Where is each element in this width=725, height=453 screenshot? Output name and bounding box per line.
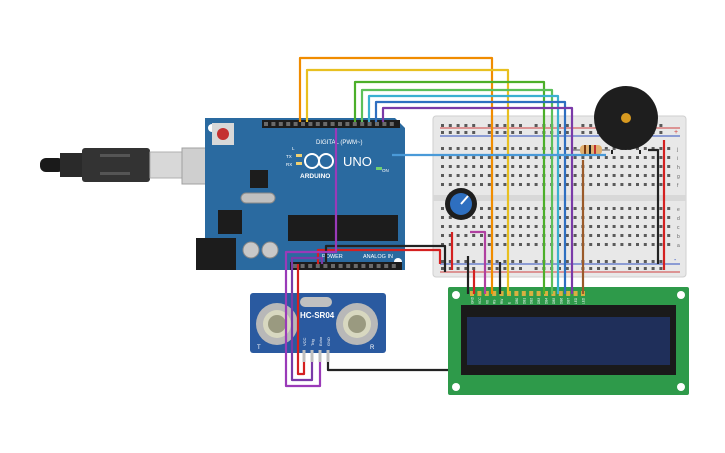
l-label: L bbox=[292, 146, 295, 151]
lcd-pin-label: E bbox=[508, 302, 512, 304]
sensor-model: HC-SR04 bbox=[300, 311, 335, 320]
breadboard-row-letter: g bbox=[677, 174, 680, 180]
wire-pot-magenta bbox=[470, 230, 487, 294]
arduino-logo bbox=[304, 153, 334, 169]
lcd-pin bbox=[566, 291, 571, 296]
digital-label: DIGITAL (PWM~) bbox=[316, 140, 363, 146]
wire-sensor-vcc bbox=[296, 264, 306, 376]
wire-purple-top bbox=[381, 106, 574, 294]
sensor-pin bbox=[326, 350, 330, 362]
rail-minus-mark: - bbox=[674, 257, 677, 264]
sensor-pin-label: VCC bbox=[302, 337, 307, 346]
wire-sensor-trig bbox=[290, 256, 324, 382]
power-label: POWER bbox=[322, 254, 343, 260]
lcd-pin bbox=[499, 291, 504, 296]
breadboard-row-letter: j bbox=[676, 147, 678, 153]
lcd-pin bbox=[544, 291, 548, 296]
sensor-pin-label: Echo bbox=[318, 336, 323, 346]
lcd-pin bbox=[477, 291, 482, 296]
sensor-pin bbox=[302, 350, 306, 362]
wire-sensor-gnd bbox=[326, 362, 448, 372]
power-analog-header bbox=[290, 262, 402, 270]
lcd-pin-label: GND bbox=[471, 296, 475, 304]
lcd-pin bbox=[470, 291, 474, 296]
lcd-pin-label: DB5 bbox=[552, 298, 556, 304]
rail-plus-mark: + bbox=[674, 129, 678, 136]
breadboard-row-letter: i bbox=[677, 156, 678, 162]
sensor-pin bbox=[310, 350, 314, 362]
arduino-uno-board: UNO ARDUINO DIGITAL (PWM~) POWER ANALOG … bbox=[196, 118, 405, 270]
analog-label: ANALOG IN bbox=[363, 254, 393, 260]
lcd-pin bbox=[529, 291, 534, 296]
lcd-pin-label: DB7 bbox=[567, 298, 571, 304]
rx-label: RX bbox=[286, 162, 292, 167]
resistor bbox=[572, 145, 610, 155]
on-label: ON bbox=[382, 168, 389, 173]
breadboard-row-letter: d bbox=[677, 216, 680, 222]
lcd-pin bbox=[558, 291, 563, 296]
wire-buzzer-gnd bbox=[648, 148, 660, 264]
breadboard-row-letter: b bbox=[677, 234, 680, 240]
breadboard-row-letter: h bbox=[677, 165, 680, 171]
lcd-pin-label: DB2 bbox=[530, 298, 534, 304]
sensor-pin-label: GND bbox=[326, 337, 331, 346]
wire-sensor-echo bbox=[284, 128, 338, 388]
lcd-pin bbox=[536, 291, 541, 296]
lcd-pin bbox=[492, 291, 497, 296]
brand-label: UNO bbox=[343, 154, 372, 169]
power-jack bbox=[196, 238, 236, 270]
wire-blue bbox=[374, 100, 567, 294]
wire-yellow bbox=[305, 68, 510, 294]
sensor-pin bbox=[318, 350, 322, 362]
sensor-mark-t: T bbox=[257, 345, 261, 351]
wire-green bbox=[353, 80, 546, 294]
atmega-chip bbox=[288, 215, 398, 241]
wire-orange bbox=[298, 56, 494, 294]
lcd-pin-label: DB4 bbox=[545, 298, 549, 304]
tx-label: TX bbox=[286, 154, 292, 159]
breadboard-row-letter: c bbox=[677, 225, 680, 231]
lcd-pin-label: DB1 bbox=[522, 298, 526, 304]
breadboard-row-letter: a bbox=[677, 243, 680, 249]
sensor-transducer-right bbox=[336, 303, 378, 345]
lcd-pin-label: V0 bbox=[485, 300, 489, 304]
lcd-pin-label: RW bbox=[500, 299, 504, 304]
wire-lightgreen bbox=[360, 88, 554, 294]
potentiometer[interactable] bbox=[445, 188, 477, 220]
wire-gnd bbox=[324, 244, 447, 272]
lcd-pin-label: LED bbox=[574, 297, 578, 304]
lcd-pin bbox=[514, 291, 519, 296]
lcd-pin bbox=[484, 291, 489, 296]
lcd-pin-label: VCC bbox=[478, 297, 482, 304]
wire-cyan bbox=[367, 94, 560, 294]
lcd-pin-label: DB0 bbox=[515, 298, 519, 304]
sensor-pin-label: Trig bbox=[310, 339, 315, 346]
sensor-transducer-left bbox=[256, 303, 298, 345]
lcd-pin bbox=[573, 291, 578, 296]
wires bbox=[284, 56, 666, 388]
lcd-pin-label: DB3 bbox=[537, 298, 541, 304]
lcd-pin-label: RS bbox=[493, 300, 497, 304]
breadboard-row-letter: f bbox=[677, 183, 679, 189]
breadboard-row-letter: e bbox=[677, 207, 680, 213]
sensor-mark-r: R bbox=[370, 345, 375, 351]
lcd-pin bbox=[521, 291, 526, 296]
piezo-buzzer bbox=[594, 86, 658, 154]
lcd-screen bbox=[467, 317, 670, 365]
lcd-pin bbox=[551, 291, 556, 296]
logo-text: ARDUINO bbox=[300, 173, 330, 180]
lcd-pin-label: LED bbox=[582, 297, 586, 304]
lcd-pin-label: DB6 bbox=[559, 298, 563, 304]
usb-cable bbox=[40, 147, 221, 185]
